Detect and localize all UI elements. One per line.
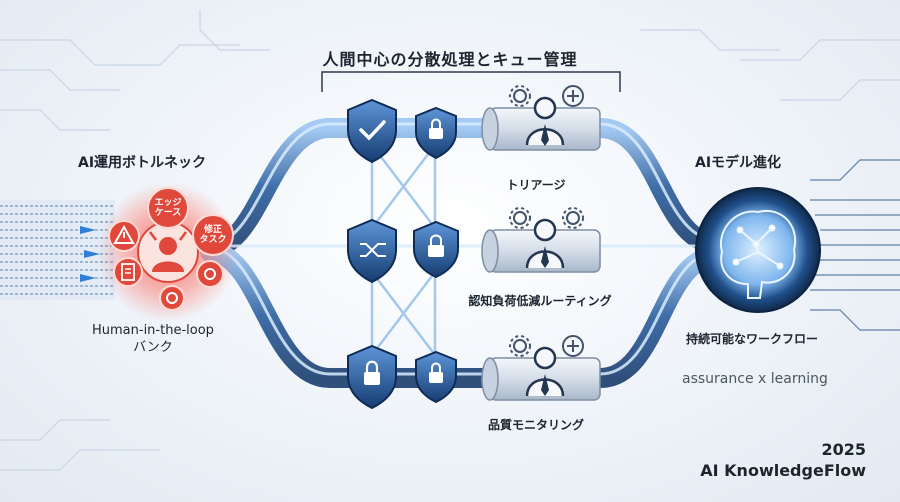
hitl-label: Human-in-the-loop バンク xyxy=(92,322,214,356)
ai-brain xyxy=(695,187,821,313)
lane-label-triage: トリアージ xyxy=(506,178,566,192)
document-icon xyxy=(121,263,135,281)
station-triage xyxy=(481,85,601,151)
person-icon xyxy=(525,218,565,269)
hitl-label-line1: Human-in-the-loop xyxy=(92,323,214,338)
flow-pipes xyxy=(200,118,730,388)
sustainable-workflow-caption: 持続可能なワークフロー xyxy=(686,332,819,346)
lane-label-quality: 品質モニタリング xyxy=(487,418,584,432)
lock-icon xyxy=(413,220,459,279)
lock-icon xyxy=(415,106,457,160)
circuit-traces xyxy=(0,10,900,471)
station-quality xyxy=(481,335,601,401)
shield-column-secondary xyxy=(413,106,459,404)
brain-icon xyxy=(719,209,797,299)
bottleneck-heading: AI運用ボトルネック xyxy=(78,155,207,171)
input-data-stream xyxy=(0,200,115,300)
warning-icon xyxy=(113,224,135,244)
shuffle-icon xyxy=(347,218,397,284)
shield-column-primary xyxy=(347,98,397,410)
gear-icon xyxy=(509,85,531,107)
worker-stations xyxy=(481,85,601,401)
person-icon xyxy=(525,346,565,397)
brain-icon xyxy=(562,335,584,357)
person-icon xyxy=(525,96,565,146)
bottleneck-cluster xyxy=(98,182,238,322)
lock-icon xyxy=(347,344,397,410)
brain-icon xyxy=(562,85,584,107)
title-bracket xyxy=(321,71,621,92)
shield-check-icon xyxy=(347,98,397,164)
page-title: 人間中心の分散処理とキュー管理 xyxy=(322,50,578,69)
lock-icon xyxy=(415,350,457,404)
station-routing xyxy=(481,207,601,273)
stressed-person-icon xyxy=(149,231,187,272)
output-data-stream xyxy=(810,159,900,331)
badge-fix-task: 修正 タスク xyxy=(199,225,227,245)
model-evolution-heading: AIモデル進化 xyxy=(695,155,782,171)
gear-icon xyxy=(509,207,584,229)
badge-edge-case: エッジ ケース xyxy=(154,198,182,218)
footer-brand: AI KnowledgeFlow xyxy=(700,461,866,480)
footer-year: 2025 xyxy=(821,440,866,459)
tagline: assurance x learning xyxy=(682,371,828,387)
lane-label-routing: 認知負荷低減ルーティング xyxy=(468,294,612,308)
hitl-label-line2: バンク xyxy=(133,340,173,355)
gear-icon xyxy=(166,268,216,304)
gear-icon xyxy=(509,335,531,357)
